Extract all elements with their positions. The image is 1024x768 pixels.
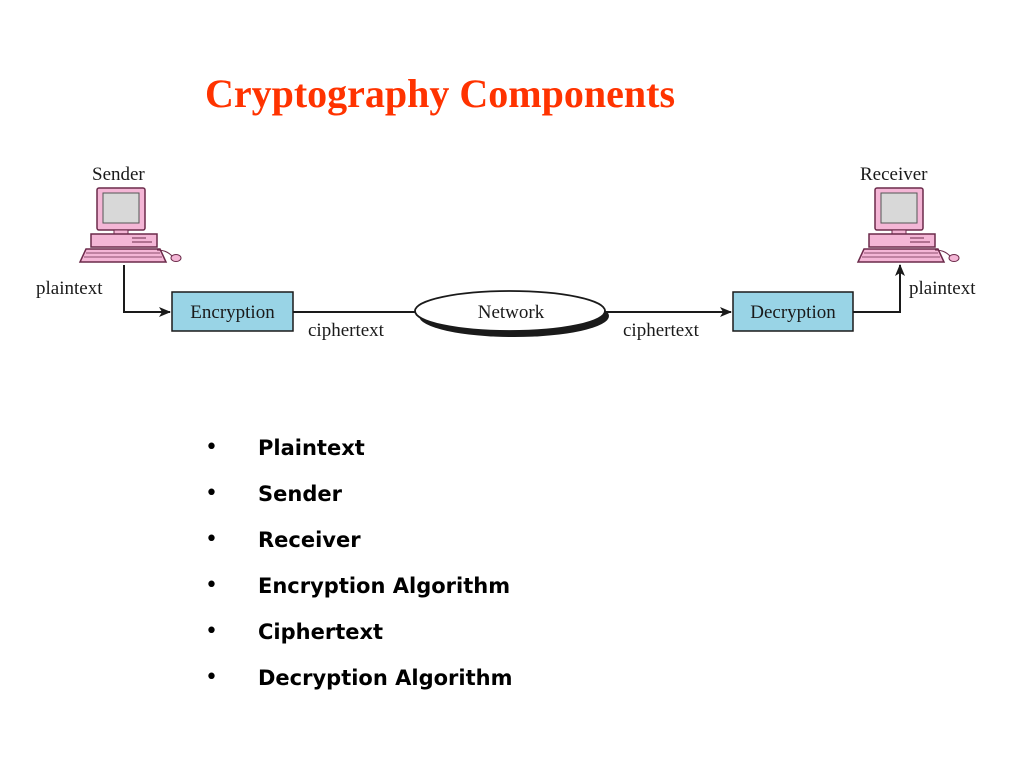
sender-label: Sender [92,164,145,185]
bullet-marker: • [205,481,218,506]
network-label: Network [478,302,545,323]
list-item: • Encryption Algorithm [205,568,512,614]
list-item-label: Sender [258,482,342,506]
list-item: • Plaintext [205,430,512,476]
plaintext-right-label: plaintext [909,278,976,299]
ciphertext-left-label: ciphertext [308,320,385,341]
list-item-label: Encryption Algorithm [258,574,511,598]
bullet-marker: • [205,619,218,644]
decryption-to-receiver-arrow [853,264,905,313]
sender-computer-icon [78,187,182,263]
receiver-label: Receiver [860,164,928,185]
encryption-label: Encryption [190,302,275,323]
decryption-label: Decryption [750,302,836,323]
sender-to-encryption-arrow [123,265,171,317]
bullet-marker: • [205,435,218,460]
bullet-marker: • [205,527,218,552]
cryptography-diagram: Sender Receiver plaintext plaintext Encr… [36,164,976,341]
encryption-box [171,291,294,332]
list-item-label: Plaintext [258,436,365,460]
bullet-marker: • [205,665,218,690]
plaintext-left-label: plaintext [36,278,103,299]
components-list: • Plaintext • Sender • Receiver • Encryption Al… [205,430,512,706]
list-item-label: Ciphertext [258,620,384,644]
list-item-label: Receiver [258,528,361,552]
ciphertext-right-label: ciphertext [623,320,700,341]
bullet-marker: • [205,573,218,598]
list-item: • Decryption Algorithm [205,660,512,706]
decryption-box [732,291,854,332]
list-item: • Receiver [205,522,512,568]
receiver-computer-icon [856,187,960,263]
list-item-label: Decryption Algorithm [258,666,513,690]
slide-title: Cryptography Components [204,71,676,116]
list-item: • Ciphertext [205,614,512,660]
list-item: • Sender [205,476,512,522]
